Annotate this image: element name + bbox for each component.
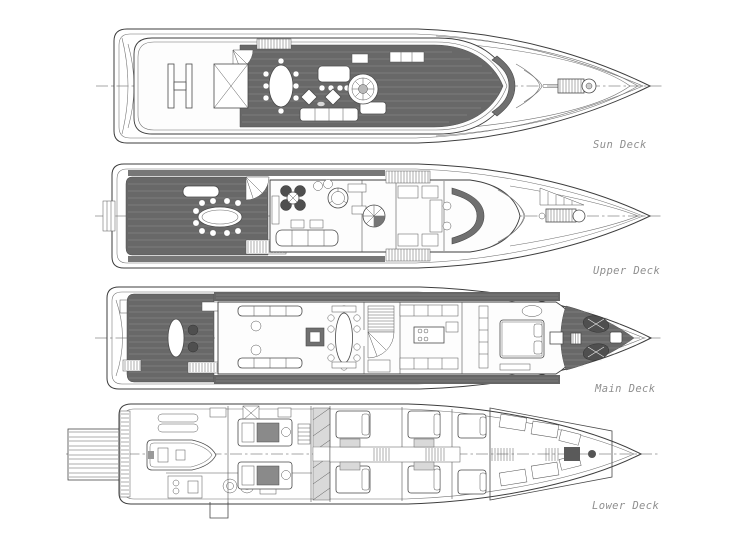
- sun-deck-label: Sun Deck: [593, 139, 647, 151]
- foredeck-seat-upper: [539, 187, 585, 206]
- guest-bed: [407, 410, 441, 439]
- wheelhouse-console: [429, 185, 526, 247]
- guest-bed: [335, 410, 371, 439]
- anchor-windlass-main: [549, 331, 582, 345]
- mast: [543, 78, 597, 94]
- engine-starboard: [237, 461, 293, 490]
- transom-stairs: [119, 410, 131, 498]
- main-aft-deck: [122, 292, 560, 384]
- upper-pantry: [397, 185, 439, 247]
- side-deck-gratings: [385, 170, 431, 262]
- upper-deck-side-bulwarks: [128, 170, 385, 262]
- tank-bulkhead: [312, 407, 331, 501]
- upper-dining-table: [192, 197, 243, 237]
- upper-deck-label: Upper Deck: [593, 265, 660, 277]
- vip-bed: [457, 469, 487, 495]
- main-dining-room: [327, 302, 365, 374]
- main-salon: [217, 301, 581, 375]
- upper-aft-deck: [125, 176, 269, 256]
- spa-pool: [347, 73, 379, 105]
- sky-lounge: [269, 179, 521, 253]
- spiral-staircase-upper: [362, 204, 386, 228]
- helipad-marking: [167, 63, 193, 109]
- anchor-windlass-upper: [538, 208, 586, 223]
- crew-quarters: [489, 407, 613, 501]
- guest-bed: [407, 465, 441, 494]
- main-stair-lobby: [367, 305, 395, 373]
- foredeck-seating-main: [560, 305, 635, 371]
- main-deck-label: Main Deck: [594, 383, 656, 395]
- upper-deck-plan: Upper Deck: [95, 163, 662, 277]
- sun-deck-hull-outline: [113, 28, 652, 144]
- owner-stateroom: [478, 305, 545, 371]
- engine-room: [227, 406, 331, 502]
- swim-platform: [67, 428, 120, 481]
- owner-bed: [499, 319, 545, 359]
- guest-bed: [335, 465, 371, 494]
- engine-port: [237, 418, 293, 447]
- bathtub: [521, 305, 543, 317]
- sun-deck-dining-table: [262, 57, 300, 115]
- lower-deck-plan: Lower Deck: [66, 403, 659, 519]
- sun-deck-seating: [299, 51, 425, 122]
- sun-deck-bar: [317, 65, 351, 92]
- guest-cabins: [329, 406, 487, 502]
- galley: [399, 302, 463, 374]
- lower-deck-label: Lower Deck: [592, 500, 659, 512]
- tender-boat: [146, 439, 217, 471]
- vip-bed: [457, 413, 487, 439]
- main-deck-plan: Main Deck: [95, 286, 662, 395]
- sun-deck-plan: Sun Deck: [96, 28, 664, 151]
- radar-arch: [491, 55, 543, 117]
- sunpad-cross: [213, 63, 249, 109]
